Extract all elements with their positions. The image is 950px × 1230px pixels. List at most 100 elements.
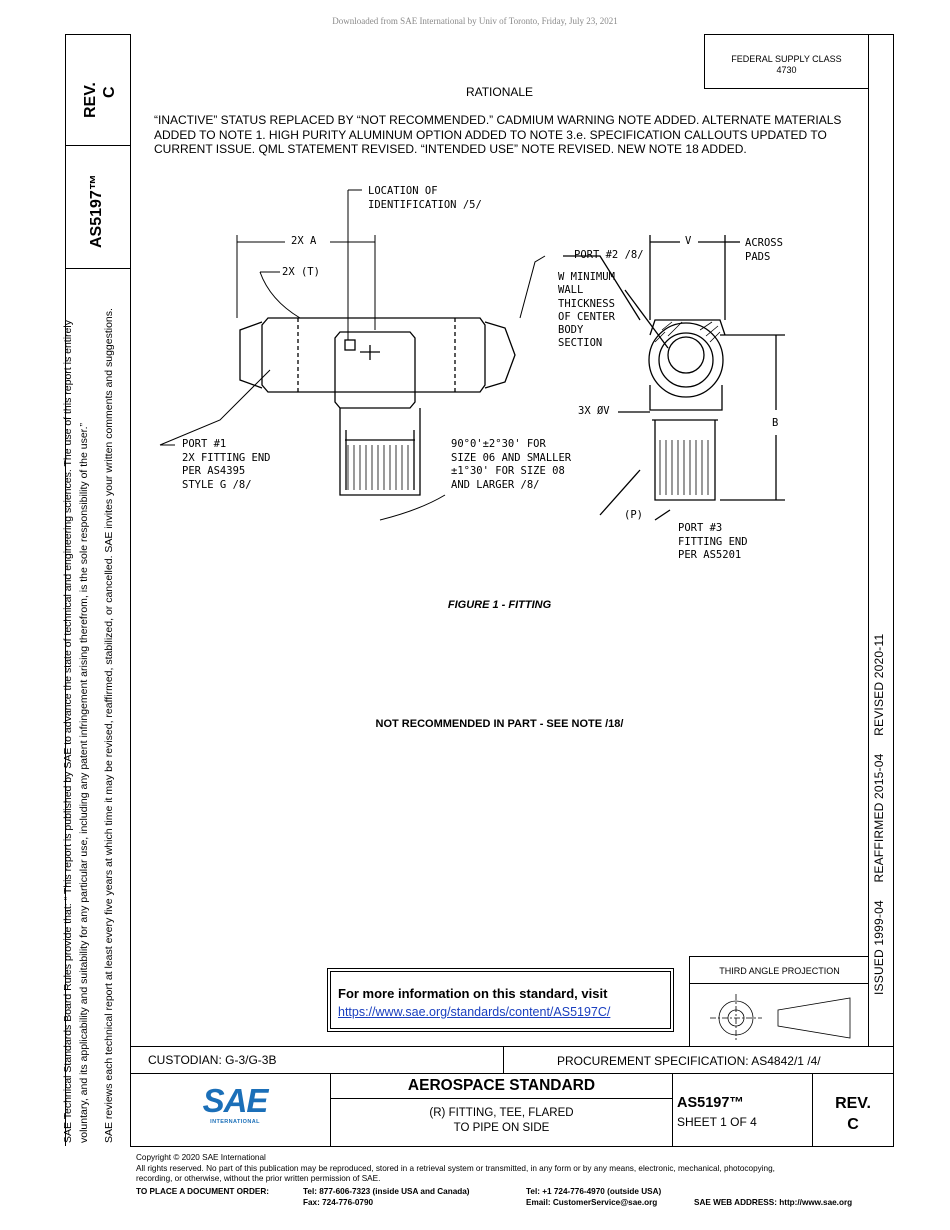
rationale-title: RATIONALE <box>465 85 534 99</box>
w-line-3: THICKNESS <box>558 297 615 310</box>
tb-rev-label: REV. <box>835 1095 871 1112</box>
body-outline <box>261 317 486 393</box>
right-strip-left <box>868 34 869 1046</box>
label-angle-note: 90°0'±2°30' FOR SIZE 06 AND SMALLER ±1°3… <box>451 438 571 492</box>
label-location-identification: LOCATION OF IDENTIFICATION /5/ <box>368 184 482 212</box>
disclaimer-line-3: SAE reviews each technical report at lea… <box>103 308 115 1143</box>
footer: Copyright © 2020 SAE International All r… <box>136 1153 896 1185</box>
tb-bottom <box>130 1146 894 1147</box>
port1-line-3: PER AS4395 <box>182 465 246 477</box>
projection-box: THIRD ANGLE PROJECTION <box>689 956 869 1047</box>
port3-line-2: FITTING END <box>678 535 748 548</box>
footer-tel-usa: Tel: 877-606-7323 (inside USA and Canada… <box>303 1187 470 1196</box>
procurement-spec: PROCUREMENT SPECIFICATION: AS4842/1 /4/ <box>557 1054 821 1068</box>
w-line-6: SECTION <box>558 337 603 350</box>
label-3x-v: 3X ØV <box>578 405 610 417</box>
docnum-box-divider <box>65 268 131 269</box>
w-line-4: OF CENTER <box>558 310 615 323</box>
port3-line-3: PER AS5201 <box>678 549 742 561</box>
sae-logo-text: SAE <box>202 1082 269 1119</box>
fitting-drawing <box>159 189 785 521</box>
tb-sheet: SHEET 1 OF 4 <box>677 1115 757 1129</box>
left-rev-label: REV. <box>82 82 99 118</box>
sae-logo: SAE INTERNATIONAL <box>200 1082 270 1125</box>
figure-caption: FIGURE 1 - FITTING <box>447 599 552 611</box>
label-port3: PORT #3 FITTING END PER AS5201 <box>678 522 748 563</box>
footer-order-label: TO PLACE A DOCUMENT ORDER: <box>136 1187 269 1196</box>
title-line-2: TO PIPE ON SIDE <box>453 1122 550 1134</box>
disclaimer-line-2: voluntary, and its applicability and sui… <box>78 422 90 1143</box>
sae-logo-sub: INTERNATIONAL <box>210 1119 260 1125</box>
label-v: V <box>685 235 692 247</box>
left-rev-value: C <box>101 86 118 98</box>
federal-supply-class: FEDERAL SUPPLY CLASS 4730 <box>705 54 868 76</box>
tb-logo-divider <box>330 1073 331 1146</box>
footer-intl-contact: Tel: +1 724-776-4970 (outside USA) Email… <box>526 1187 661 1208</box>
w-line-1: W MINIMUM <box>558 271 615 283</box>
port1-line-2: 2X FITTING END <box>182 451 271 464</box>
loc-line-1: LOCATION OF <box>368 185 438 197</box>
footer-fax: Fax: 724-776-0790 <box>303 1197 374 1207</box>
main-frame-left <box>130 34 131 1146</box>
download-notice: Downloaded from SAE International by Uni… <box>332 16 618 26</box>
label-2x-t: 2X (T) <box>282 266 320 278</box>
footer-tel-outside: Tel: +1 724-776-4970 (outside USA) <box>526 1187 662 1196</box>
standard-type: AEROSPACE STANDARD <box>407 1077 596 1094</box>
tb-top <box>130 1046 894 1047</box>
not-recommended: NOT RECOMMENDED IN PART - SEE NOTE /18/ <box>375 718 624 730</box>
tb-custodian-divider <box>503 1046 504 1074</box>
footer-email[interactable]: Email: CustomerService@sae.org <box>526 1197 658 1207</box>
projection-label: THIRD ANGLE PROJECTION <box>719 966 840 976</box>
tb-doc-number: AS5197™ <box>677 1095 744 1111</box>
angle-line-3: ±1°30' FOR SIZE 08 <box>451 465 565 477</box>
document-title: (R) FITTING, TEE, FLARED TO PIPE ON SIDE <box>331 1106 672 1136</box>
w-line-2: WALL <box>558 284 584 297</box>
rev-box-divider <box>65 145 131 146</box>
loc-line-2: IDENTIFICATION /5/ <box>368 199 482 211</box>
left-doc-number: AS5197™ <box>88 174 105 248</box>
left-frame-line <box>65 34 66 1146</box>
angle-line-2: SIZE 06 AND SMALLER <box>451 451 572 464</box>
info-text: For more information on this standard, v… <box>338 986 608 1001</box>
footer-usa-contact: Tel: 877-606-7323 (inside USA and Canada… <box>303 1187 470 1208</box>
label-b: B <box>772 417 779 429</box>
across-pads-1: ACROSS <box>745 237 783 249</box>
angle-line-4: AND LARGER /8/ <box>451 478 540 491</box>
footer-rights-1: All rights reserved. No part of this pub… <box>136 1163 775 1173</box>
fsc-number: 4730 <box>776 65 797 75</box>
right-frame <box>893 34 894 1146</box>
port1-line-1: PORT #1 <box>182 438 227 450</box>
label-w-minimum: W MINIMUM WALL THICKNESS OF CENTER BODY … <box>558 271 615 351</box>
issue-dates: ISSUED 1999-04 REAFFIRMED 2015-04 REVISE… <box>872 633 886 995</box>
info-box-outer <box>327 968 674 1032</box>
tb-standard-divider <box>330 1098 672 1099</box>
tb-title-divider <box>672 1073 673 1146</box>
title-line-1: (R) FITTING, TEE, FLARED <box>429 1107 574 1119</box>
port3-line-1: PORT #3 <box>678 522 723 534</box>
label-p: (P) <box>624 509 643 521</box>
info-box: For more information on this standard, v… <box>330 971 671 1029</box>
footer-web[interactable]: SAE WEB ADDRESS: http://www.sae.org <box>694 1198 853 1207</box>
label-2x-a: 2X A <box>291 235 317 247</box>
tb-rev-value: C <box>847 1116 859 1133</box>
label-across-pads: ACROSS PADS <box>745 236 783 264</box>
footer-rights-2: recording, or otherwise, without the pri… <box>136 1174 381 1183</box>
port1-line-4: STYLE G /8/ <box>182 478 252 491</box>
projection-symbol-icon <box>710 994 851 1042</box>
tb-row-divider <box>130 1073 894 1074</box>
info-link[interactable]: https://www.sae.org/standards/content/AS… <box>338 1005 611 1019</box>
w-line-5: BODY <box>558 324 584 337</box>
angle-line-1: 90°0'±2°30' FOR <box>451 438 546 450</box>
tb-rev: REV. C <box>813 1093 893 1135</box>
fsc-left <box>704 34 705 89</box>
fsc-top <box>704 34 894 35</box>
label-port2: PORT #2 /8/ <box>574 249 644 261</box>
projection-divider <box>690 983 869 984</box>
tb-rev-divider <box>812 1073 813 1146</box>
across-pads-2: PADS <box>745 251 771 263</box>
fsc-bottom <box>704 88 868 89</box>
footer-copyright: Copyright © 2020 SAE International <box>136 1153 266 1162</box>
label-port1: PORT #1 2X FITTING END PER AS4395 STYLE … <box>182 438 271 492</box>
custodian: CUSTODIAN: G-3/G-3B <box>148 1053 277 1067</box>
rationale-text: “INACTIVE” STATUS REPLACED BY “NOT RECOM… <box>154 113 842 156</box>
